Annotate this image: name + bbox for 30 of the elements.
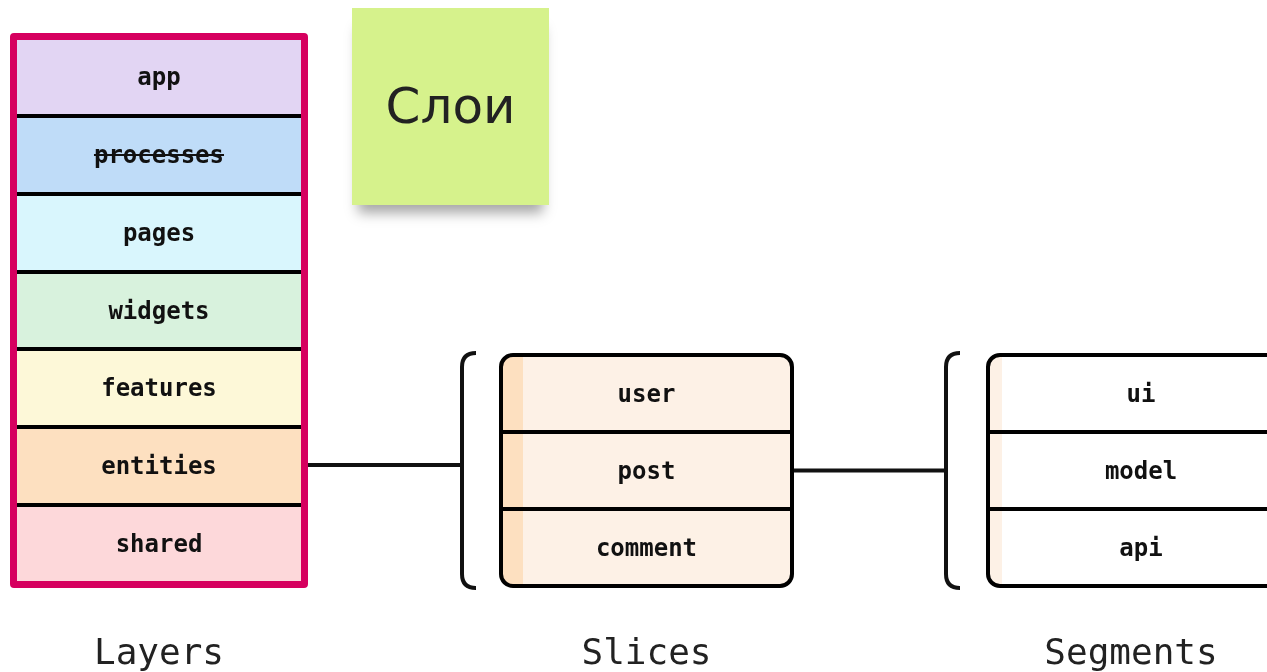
row-label: processes	[93, 139, 224, 171]
row-label: api	[1119, 532, 1163, 564]
slice-box	[499, 353, 794, 588]
layer-row	[17, 273, 301, 352]
slice-box	[986, 353, 1267, 588]
row-label: shared	[115, 529, 203, 561]
column-title: Layers	[92, 630, 225, 672]
row-label: ui	[1126, 378, 1156, 410]
layer-row	[17, 507, 301, 581]
layer-row	[17, 429, 301, 508]
layer-row	[17, 117, 301, 196]
row-label: widgets	[108, 295, 210, 327]
layer-row	[17, 195, 301, 274]
column-title: Slices	[580, 630, 713, 672]
row-label: entities	[101, 451, 217, 483]
row-label: pages	[122, 217, 196, 249]
sticky-note	[352, 8, 549, 205]
row-label: user	[617, 378, 676, 410]
layer-row	[17, 351, 301, 430]
layer-row	[17, 40, 301, 118]
row-label: post	[617, 455, 676, 487]
note-text: Слои	[385, 76, 516, 137]
column-title: Segments	[1043, 630, 1219, 672]
layer-stack	[10, 33, 308, 588]
row-label: app	[137, 61, 181, 93]
row-label: features	[101, 373, 217, 405]
connector-line	[308, 463, 462, 468]
row-label: comment	[595, 532, 698, 564]
row-label: model	[1104, 455, 1178, 487]
connector-line	[794, 468, 946, 473]
